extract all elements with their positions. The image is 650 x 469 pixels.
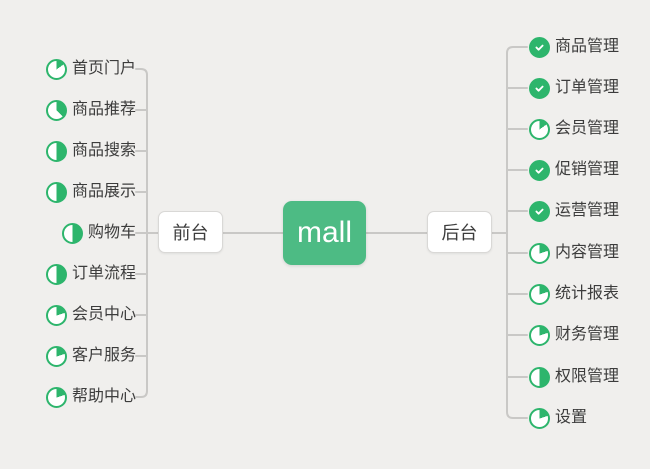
- item-label: 统计报表: [555, 285, 620, 302]
- progress-pie-icon[interactable]: [45, 304, 67, 326]
- item-label: 商品管理: [555, 38, 620, 55]
- mindmap-item[interactable]: 运营管理: [529, 200, 619, 222]
- mindmap-item[interactable]: 首页门户: [45, 58, 136, 80]
- branch-node-frontend[interactable]: 前台: [158, 211, 223, 253]
- item-label: 设置: [555, 409, 588, 426]
- mindmap-item[interactable]: 会员管理: [529, 118, 619, 140]
- progress-pie-icon[interactable]: [529, 242, 550, 264]
- mindmap-item[interactable]: 权限管理: [529, 366, 619, 388]
- mindmap-item[interactable]: 订单管理: [529, 77, 619, 99]
- mindmap-item[interactable]: 购物车: [61, 222, 136, 244]
- mindmap-item[interactable]: 内容管理: [529, 242, 619, 264]
- item-label: 运营管理: [555, 202, 620, 219]
- progress-pie-icon[interactable]: [45, 345, 67, 367]
- mindmap-item[interactable]: 商品管理: [529, 36, 619, 58]
- item-label: 会员管理: [555, 120, 620, 137]
- item-label: 客户服务: [71, 347, 136, 364]
- item-label: 帮助中心: [71, 388, 136, 405]
- mindmap-item[interactable]: 促销管理: [529, 159, 619, 181]
- item-label: 财务管理: [555, 326, 620, 343]
- item-label: 商品搜索: [71, 142, 136, 159]
- progress-pie-icon[interactable]: [45, 140, 67, 162]
- progress-pie-icon[interactable]: [529, 118, 550, 140]
- item-label: 内容管理: [555, 244, 620, 261]
- item-label: 购物车: [87, 224, 136, 241]
- mindmap-item[interactable]: 帮助中心: [45, 386, 136, 408]
- progress-pie-icon[interactable]: [45, 99, 67, 121]
- progress-pie-icon[interactable]: [529, 407, 550, 429]
- mindmap-item[interactable]: 商品搜索: [45, 140, 136, 162]
- mindmap-item[interactable]: 会员中心: [45, 304, 136, 326]
- branch-node-label: 后台: [441, 223, 478, 243]
- progress-pie-icon[interactable]: [45, 58, 67, 80]
- progress-pie-icon[interactable]: [529, 366, 550, 388]
- mindmap-item[interactable]: 商品展示: [45, 181, 136, 203]
- mindmap-item[interactable]: 客户服务: [45, 345, 136, 367]
- item-label: 商品展示: [71, 183, 136, 200]
- item-label: 促销管理: [555, 161, 620, 178]
- progress-pie-icon[interactable]: [45, 181, 67, 203]
- item-label: 权限管理: [555, 368, 620, 385]
- progress-pie-icon[interactable]: [45, 386, 67, 408]
- progress-pie-icon[interactable]: [529, 324, 550, 346]
- completed-check-icon[interactable]: [529, 159, 550, 181]
- mindmap-item[interactable]: 订单流程: [45, 263, 136, 285]
- completed-check-icon[interactable]: [529, 77, 550, 99]
- progress-pie-icon[interactable]: [529, 283, 550, 305]
- completed-check-icon[interactable]: [529, 36, 550, 58]
- mindmap-item[interactable]: 统计报表: [529, 283, 619, 305]
- item-label: 首页门户: [71, 60, 136, 77]
- completed-check-icon[interactable]: [529, 200, 550, 222]
- item-label: 订单管理: [555, 79, 620, 96]
- mindmap-item[interactable]: 商品推荐: [45, 99, 136, 121]
- branch-node-label: 前台: [172, 223, 209, 243]
- item-label: 商品推荐: [71, 101, 136, 118]
- item-label: 会员中心: [71, 306, 136, 323]
- root-node-mall[interactable]: mall: [283, 201, 366, 265]
- mindmap-item[interactable]: 财务管理: [529, 324, 619, 346]
- root-node-label: mall: [296, 216, 352, 249]
- mindmap-item[interactable]: 设置: [529, 407, 587, 429]
- progress-pie-icon[interactable]: [45, 263, 67, 285]
- branch-node-backend[interactable]: 后台: [427, 211, 492, 253]
- progress-pie-icon[interactable]: [61, 222, 83, 244]
- item-label: 订单流程: [71, 265, 136, 282]
